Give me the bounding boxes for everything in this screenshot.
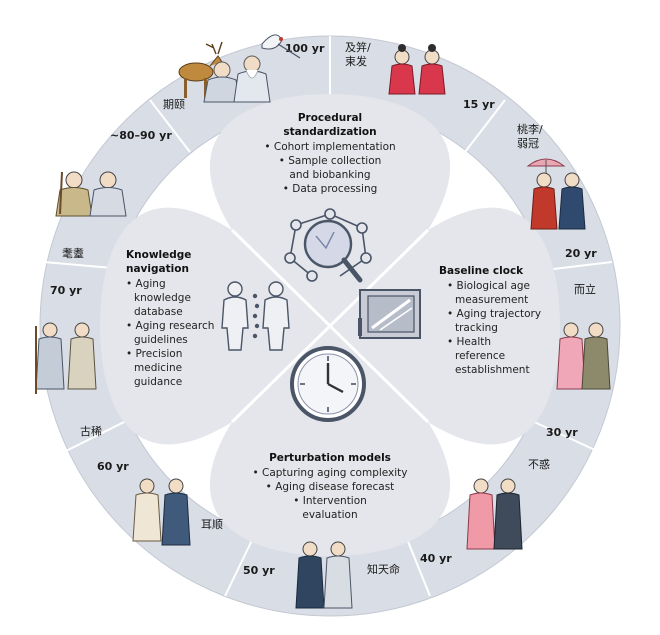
elder-couple-70yr (35, 322, 97, 394)
procedural-title-2: standardization (283, 126, 376, 138)
age-30: 30 yr (546, 426, 578, 439)
life-stage-terms: 及笄/ 束发 桃李/ 弱冠 而立 不惑 知天命 耳顺 古稀 耄耋 期颐 (62, 40, 596, 576)
procedural-item-1: • Cohort implementation (264, 141, 395, 153)
deer-illustration (178, 41, 223, 98)
procedural-item-4: • Data processing (283, 183, 378, 195)
knowledge-item-2: knowledge (134, 292, 191, 304)
petal-perturbation (209, 326, 451, 556)
term-ershun: 耳顺 (201, 518, 223, 531)
network-magnifier-icon (284, 208, 372, 283)
knowledge-title-1: Knowledge (126, 249, 191, 261)
petal-baseline-text: Baseline clock • Biological age measurem… (439, 265, 541, 376)
term-taoli-line2: 弱冠 (517, 137, 539, 150)
crane-illustration (261, 34, 301, 59)
term-qiyi: 期颐 (163, 98, 185, 111)
age-60: 60 yr (97, 460, 129, 473)
baseline-title: Baseline clock (439, 265, 524, 277)
human-figures-icon (221, 281, 290, 351)
knowledge-item-8: guidance (134, 376, 182, 388)
term-taoli-line1: 桃李/ (517, 122, 543, 136)
baseline-item-2: measurement (455, 294, 528, 306)
knowledge-item-7: medicine (134, 362, 182, 374)
perturbation-item-2: • Aging disease forecast (266, 481, 395, 493)
age-20: 20 yr (565, 247, 597, 260)
baseline-item-3: • Aging trajectory (447, 308, 541, 320)
baseline-item-6: reference (455, 350, 505, 362)
petal-knowledge (100, 207, 330, 445)
age-15: 15 yr (463, 98, 495, 111)
baseline-screen-icon (358, 289, 421, 339)
adult-couple-30yr (556, 322, 611, 390)
perturbation-item-1: • Capturing aging complexity (252, 467, 407, 479)
procedural-item-2: • Sample collection (279, 155, 382, 167)
term-erli: 而立 (574, 282, 596, 296)
term-zhitianming: 知天命 (367, 562, 400, 576)
knowledge-item-1: • Aging (126, 278, 166, 290)
elder-figures-100yr (203, 55, 271, 103)
age-80-90: ~80–90 yr (110, 129, 172, 142)
perturbation-item-3: • Intervention (293, 495, 367, 507)
baseline-item-1: • Biological age (447, 280, 530, 292)
perturbation-title: Perturbation models (269, 452, 391, 464)
term-jiji-line2: 束发 (345, 54, 367, 68)
knowledge-item-4: • Aging research (126, 320, 214, 332)
age-70: 70 yr (50, 284, 82, 297)
petal-knowledge-text: Knowledge navigation • Aging knowledge d… (126, 249, 214, 388)
term-buhuo: 不惑 (528, 457, 550, 471)
petal-procedural-text: Procedural standardization • Cohort impl… (264, 112, 395, 195)
knowledge-item-5: guidelines (134, 334, 188, 346)
ring-dividers (43, 36, 613, 597)
elder-couple-80yr (55, 171, 127, 217)
children-figures-15yr (388, 44, 446, 95)
age-100: 100 yr (285, 42, 325, 55)
age-40: 40 yr (420, 552, 452, 565)
clock-icon (290, 346, 366, 422)
baseline-item-4: tracking (455, 322, 498, 334)
term-guxi: 古稀 (80, 425, 102, 438)
knowledge-item-3: database (134, 306, 183, 318)
knowledge-item-6: • Precision (126, 348, 182, 360)
knowledge-title-2: navigation (126, 263, 189, 275)
petal-separators (230, 228, 430, 424)
baseline-item-5: • Health (447, 336, 491, 348)
term-jiji-line1: 及笄/ (345, 40, 371, 54)
baseline-item-7: establishment (455, 364, 530, 376)
petal-baseline (330, 207, 560, 445)
adult-couple-50yr (295, 541, 353, 609)
age-labels: 100 yr 15 yr 20 yr 30 yr 40 yr 50 yr 60 … (50, 42, 597, 577)
young-couple-20yr (526, 158, 586, 230)
petals (100, 94, 560, 556)
elder-couple-60yr (132, 478, 191, 546)
term-maodie: 耄耋 (62, 247, 84, 260)
procedural-item-3: and biobanking (289, 169, 370, 181)
procedural-title-1: Procedural (298, 112, 362, 124)
perturbation-item-4: evaluation (302, 509, 357, 521)
adult-couple-40yr (466, 478, 523, 550)
petal-perturbation-text: Perturbation models • Capturing aging co… (252, 452, 407, 521)
age-50: 50 yr (243, 564, 275, 577)
